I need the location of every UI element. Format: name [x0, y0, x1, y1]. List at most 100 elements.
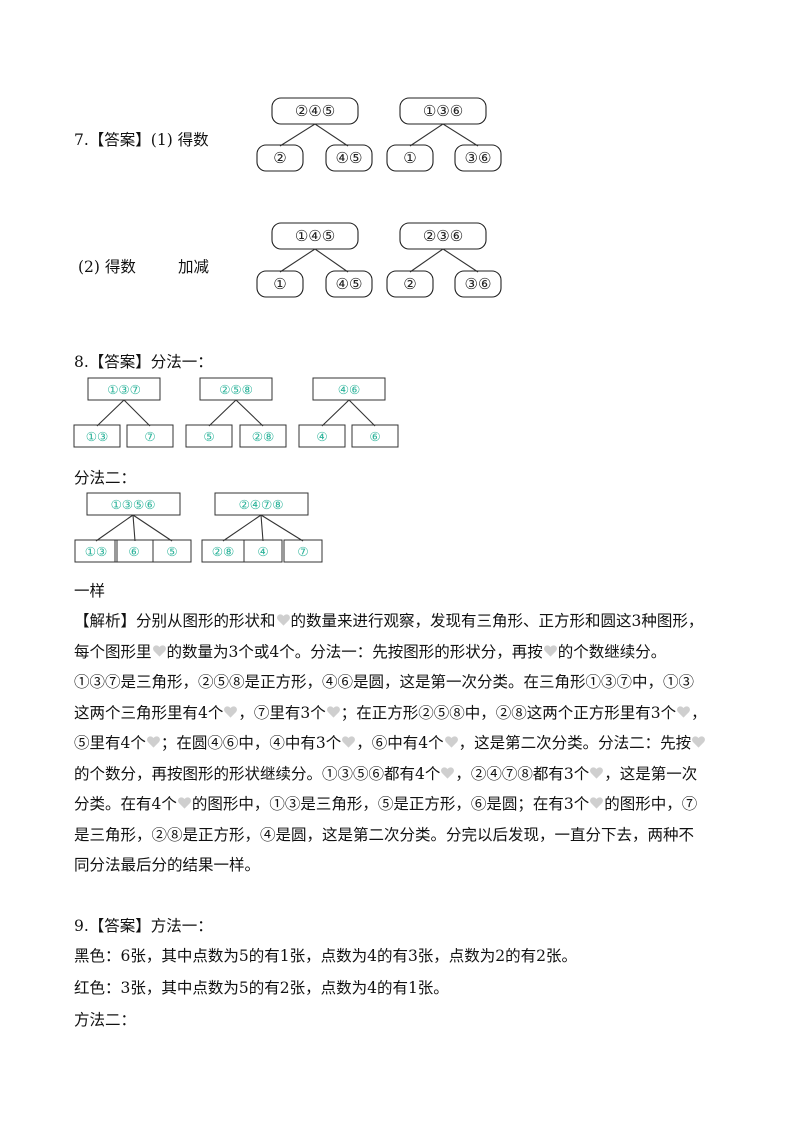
analysis-text: ，②④⑦⑧都有3个: [455, 764, 590, 783]
heart-icon: [589, 760, 604, 779]
tree-child-label: ⑤: [203, 429, 214, 444]
analysis-text: ，⑥中有4个: [356, 734, 444, 752]
tree-child-label: ⑦: [297, 544, 308, 559]
tree-root-label: ①④⑤: [295, 227, 335, 245]
q8-title: 8.【答案】分法一：: [74, 353, 213, 371]
analysis-line: 这两个三角形里有4个 ，⑦里有3个 ；在正方形②⑤⑧中，②⑧这两个正方形里有3个 ，: [74, 698, 728, 729]
q9-method2-label: 方法二：: [74, 1011, 137, 1029]
tree-child-box: [185, 424, 233, 448]
heart-icon: [326, 699, 341, 718]
tree-child-label: ②⑧: [212, 544, 234, 559]
heart-icon: [276, 607, 291, 626]
tree-root-label: ②③⑥: [423, 227, 463, 245]
tree-child-label: ④⑤: [336, 149, 363, 167]
tree-child-label: ①③: [85, 544, 107, 559]
analysis-text: ；在正方形②⑤⑧中，②⑧这两个正方形里有3个: [340, 703, 677, 722]
tree-child-box: [243, 539, 283, 563]
heart-icon: [223, 699, 238, 718]
tree-child-box: [325, 144, 373, 172]
tree-child-label: ②⑧: [252, 429, 274, 444]
analysis-text: 的个数分，再按图形的形状继续分。①③⑤⑥都有4个: [74, 764, 441, 783]
tree-root-label: ④⑥: [338, 382, 360, 397]
heart-icon: [543, 638, 558, 657]
analysis-line: ①③⑦是三角形，②⑤⑧是正方形，④⑥是圆，这是第一次分类。在三角形①③⑦中，①③: [74, 667, 728, 698]
analysis-text: 分类。在有4个: [74, 795, 177, 813]
tree-child-box: [454, 270, 502, 298]
tree-child-box: [126, 424, 174, 448]
tree-child-label: ④: [257, 544, 268, 559]
tree-child-box: [386, 270, 434, 298]
analysis-text: 的数量来进行观察，发现有三角形、正方形和圆这3种图形，: [290, 612, 704, 630]
tree-root-label: ②⑤⑧: [219, 382, 253, 397]
tree-child-label: ①③: [86, 429, 108, 444]
heart-icon: [152, 638, 167, 657]
tree-child-box: [351, 424, 399, 448]
q9-line-black: 黑色：6张，其中点数为5的有1张，点数为4的有3张，点数为2的有2张。: [74, 947, 578, 965]
analysis-line: 【解析】分别从图形的形状和的数量来进行观察，发现有三角形、正方形和圆这3种图形，: [74, 606, 728, 637]
q8-method2-label: 分法二：: [74, 469, 137, 487]
tree-child-label: ④: [316, 429, 327, 444]
tree-child-box: [386, 144, 434, 172]
heart-icon: [146, 729, 161, 748]
tree-child-box: [454, 144, 502, 172]
tree-child-label: ⑤: [166, 544, 177, 559]
analysis-line: 分类。在有4个的图形中，①③是三角形，⑤是正方形，⑥是圆；在有3个的图形中，⑦: [74, 789, 728, 820]
analysis-text: ；在圆④⑥中，④中有3个: [160, 734, 342, 752]
heart-icon: [341, 729, 356, 748]
tree-child-label: ③⑥: [465, 149, 492, 167]
tree-child-label: ①: [403, 149, 416, 167]
tree-root-label: ②④⑤: [295, 102, 335, 120]
analysis-line: 是三角形，②⑧是正方形，④是圆，这是第二次分类。分完以后发现，一直分下去，两种不: [74, 820, 728, 851]
tree-child-box: [283, 539, 323, 563]
q7-tree-1: ②④⑤ ② ④⑤: [256, 97, 373, 172]
tree-child-box: [256, 144, 304, 172]
tree-child-box: [73, 424, 121, 448]
q8-method1-diagrams: ①③⑦ ①③ ⑦ ②⑤⑧ ⑤ ②⑧ ④⑥ ④ ⑥: [73, 377, 399, 448]
analysis-text: ，这是第一次: [604, 764, 698, 783]
analysis-text: ，⑦里有3个: [238, 703, 326, 722]
tree-child-box: [74, 539, 118, 563]
heart-icon: [589, 790, 604, 809]
analysis-line: 每个图形里的数量为3个或4个。分法一：先按图形的形状分，再按的个数继续分。: [74, 637, 728, 668]
q7-tree-3: ①④⑤ ① ④⑤: [256, 222, 373, 298]
analysis-text: ，: [691, 703, 707, 722]
q8-analysis: 【解析】分别从图形的形状和的数量来进行观察，发现有三角形、正方形和圆这3种图形，…: [74, 606, 728, 881]
analysis-text: 是三角形，②⑧是正方形，④是圆，这是第二次分类。分完以后发现，一直分下去，两种不: [74, 825, 695, 844]
analysis-text: ①③⑦是三角形，②⑤⑧是正方形，④⑥是圆，这是第一次分类。在三角形①③⑦中，①③: [74, 673, 695, 691]
q8-m1-tree-1: ①③⑦ ①③ ⑦: [73, 377, 174, 448]
q9-line-red: 红色：3张，其中点数为5的有2张，点数为4的有1张。: [74, 979, 449, 997]
analysis-text: ，这是第二次分类。分法二：先按: [458, 734, 692, 752]
analysis-text: 的个数继续分。: [557, 642, 667, 661]
analysis-text: 的数量为3个或4个。分法一：先按图形的形状分，再按: [166, 642, 543, 661]
tree-child-label: ⑥: [128, 544, 139, 559]
analysis-text: ⑤里有4个: [74, 734, 146, 752]
tree-child-label: ⑥: [369, 429, 380, 444]
analysis-line: ⑤里有4个 ；在圆④⑥中，④中有3个 ，⑥中有4个 ，这是第二次分类。分法二：先按: [74, 728, 728, 759]
tree-child-box: [152, 539, 192, 563]
tree-child-label: ②: [273, 149, 286, 167]
q8-method2-diagrams: ①③⑤⑥ ①③ ⑥ ⑤ ②④⑦⑧ ②⑧ ④ ⑦: [74, 492, 323, 563]
tree-root-label: ①③⑤⑥: [111, 497, 156, 512]
heart-icon: [444, 729, 459, 748]
tree-child-box: [298, 424, 346, 448]
analysis-text: 的图形中，⑦: [604, 795, 698, 813]
q9-title: 9.【答案】方法一：: [74, 917, 213, 935]
tree-child-label: ②: [403, 275, 416, 293]
heart-icon: [440, 760, 455, 779]
tree-child-box: [239, 424, 287, 448]
analysis-text: 【解析】分别从图形的形状和: [74, 612, 276, 630]
heart-icon: [676, 699, 691, 718]
q7-part2-word: 加减: [178, 258, 210, 276]
tree-child-label: ④⑤: [336, 275, 363, 293]
tree-root-label: ①③⑦: [107, 382, 141, 397]
q7-tree-diagrams: ②④⑤ ② ④⑤ ①③⑥ ① ③⑥ ①④⑤ ① ④⑤ ②③⑥ ② ③: [256, 97, 502, 298]
q8-conclusion: 一样: [74, 582, 106, 600]
analysis-text: 这两个三角形里有4个: [74, 703, 224, 722]
q8-m2-tree-2: ②④⑦⑧ ②⑧ ④ ⑦: [201, 492, 323, 563]
q8-m2-tree-1: ①③⑤⑥ ①③ ⑥ ⑤: [74, 492, 192, 563]
heart-icon: [177, 790, 192, 809]
analysis-text: 同分法最后分的结果一样。: [74, 856, 261, 874]
tree-root-label: ②④⑦⑧: [239, 497, 284, 512]
tree-child-label: ⑦: [144, 429, 155, 444]
q7-part2-label: (2) 得数: [78, 258, 136, 276]
